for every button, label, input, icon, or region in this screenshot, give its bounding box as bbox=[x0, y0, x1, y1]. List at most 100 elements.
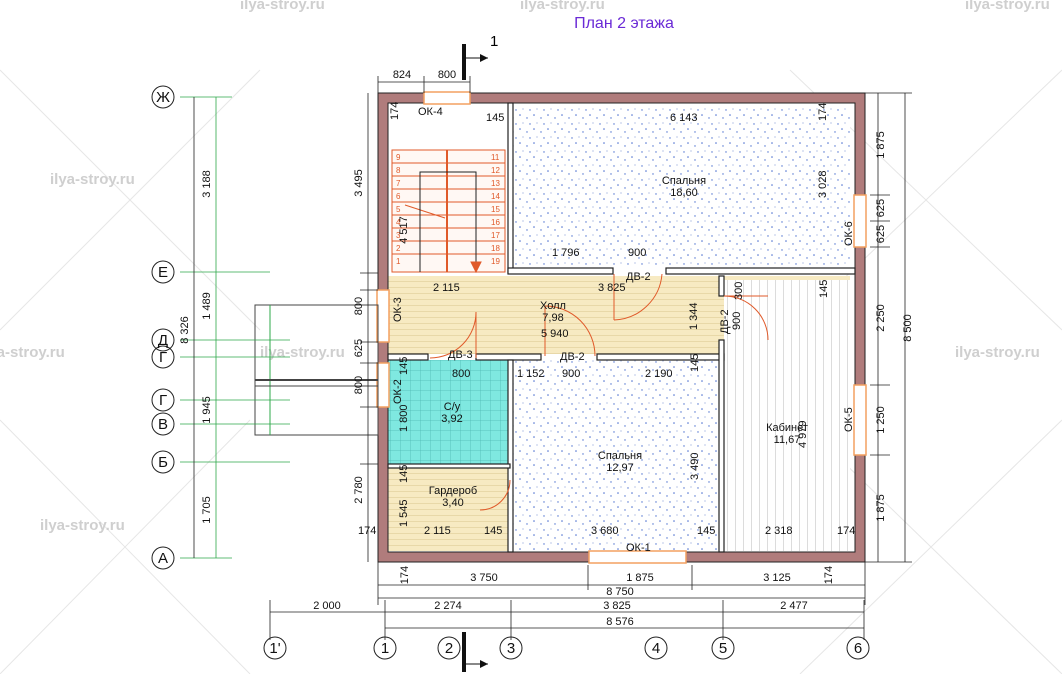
door-label: ДВ-2 bbox=[626, 271, 651, 283]
doors bbox=[429, 273, 769, 511]
svg-text:2 115: 2 115 bbox=[424, 525, 451, 537]
room-area: 3,92 bbox=[441, 413, 462, 425]
watermark: ilya-stroy.ru bbox=[965, 0, 1050, 13]
svg-text:145: 145 bbox=[484, 525, 502, 537]
svg-text:2 190: 2 190 bbox=[645, 368, 673, 380]
svg-text:145: 145 bbox=[486, 112, 504, 124]
door-label: ДВ-2 bbox=[560, 351, 585, 363]
svg-text:6: 6 bbox=[396, 192, 401, 201]
room-name: Гардероб bbox=[429, 485, 477, 497]
svg-text:1 152: 1 152 bbox=[517, 368, 545, 380]
axis-bubbles-rows bbox=[151, 85, 175, 570]
svg-text:900: 900 bbox=[562, 368, 580, 380]
axis-label: 1' bbox=[269, 640, 280, 657]
dimension-texts: 824 800 174 3 750 1 875 3 125 174 8 750 … bbox=[179, 69, 914, 628]
svg-text:174: 174 bbox=[399, 566, 411, 584]
svg-text:8 500: 8 500 bbox=[902, 314, 914, 342]
svg-text:9: 9 bbox=[396, 153, 401, 162]
watermark: ilya-stroy.ru bbox=[260, 344, 345, 361]
svg-text:1 705: 1 705 bbox=[201, 496, 213, 524]
svg-text:8 326: 8 326 bbox=[179, 316, 191, 344]
section-mark-bottom bbox=[462, 632, 488, 672]
svg-text:3 750: 3 750 bbox=[470, 572, 498, 584]
room-area: 12,97 bbox=[606, 462, 634, 474]
axis-label: 4 bbox=[652, 640, 660, 657]
svg-text:1 800: 1 800 bbox=[398, 404, 410, 432]
svg-text:900: 900 bbox=[731, 312, 743, 330]
svg-text:8 750: 8 750 bbox=[606, 586, 634, 598]
svg-text:174: 174 bbox=[358, 525, 376, 537]
watermark: ilya-stroy.ru bbox=[520, 0, 605, 13]
svg-text:1 945: 1 945 bbox=[201, 396, 213, 424]
svg-text:3 028: 3 028 bbox=[817, 170, 829, 198]
plan-title: План 2 этажа bbox=[574, 15, 674, 32]
svg-text:3 490: 3 490 bbox=[689, 452, 701, 480]
svg-text:300: 300 bbox=[733, 282, 745, 300]
svg-text:1 875: 1 875 bbox=[875, 494, 887, 522]
door-swing-wardrobe bbox=[479, 479, 511, 511]
door-label: ДВ-2 bbox=[719, 309, 731, 334]
svg-text:19: 19 bbox=[491, 257, 500, 266]
svg-text:15: 15 bbox=[491, 205, 500, 214]
window-label: ОК-1 bbox=[626, 542, 651, 554]
room-area: 11,67 bbox=[774, 434, 801, 446]
axis-label: В bbox=[158, 416, 168, 433]
room-name: С/у bbox=[444, 401, 461, 413]
axis-label: А bbox=[158, 550, 168, 567]
svg-text:824: 824 bbox=[393, 69, 411, 81]
svg-text:1 875: 1 875 bbox=[875, 131, 887, 159]
svg-text:2 477: 2 477 bbox=[780, 600, 808, 612]
svg-text:16: 16 bbox=[491, 218, 500, 227]
window-label: ОК-5 bbox=[843, 407, 855, 432]
svg-text:625: 625 bbox=[875, 199, 887, 217]
axis-lines bbox=[180, 96, 290, 559]
hall-area bbox=[388, 276, 718, 354]
room-name: Спальня bbox=[598, 450, 642, 462]
svg-text:1 796: 1 796 bbox=[552, 247, 580, 259]
svg-text:2 000: 2 000 bbox=[313, 600, 341, 612]
wardrobe-area bbox=[388, 468, 510, 551]
svg-text:1 489: 1 489 bbox=[201, 292, 213, 320]
svg-text:800: 800 bbox=[452, 368, 470, 380]
svg-text:1 250: 1 250 bbox=[875, 406, 887, 434]
room-name: Кабинет bbox=[766, 422, 808, 434]
axis-label: Ж bbox=[156, 89, 170, 106]
svg-text:12: 12 bbox=[491, 166, 500, 175]
svg-text:5 940: 5 940 bbox=[541, 328, 569, 340]
window-label: ОК-3 bbox=[392, 297, 404, 322]
room-area: 7,98 bbox=[542, 312, 563, 324]
interior-walls bbox=[387, 102, 856, 553]
svg-text:2 250: 2 250 bbox=[875, 304, 887, 332]
svg-text:5: 5 bbox=[396, 205, 401, 214]
svg-text:1 545: 1 545 bbox=[398, 499, 410, 527]
svg-text:145: 145 bbox=[697, 525, 715, 537]
svg-text:3: 3 bbox=[396, 231, 401, 240]
door-label: ДВ-3 bbox=[448, 349, 473, 361]
axis-label: 5 bbox=[719, 640, 727, 657]
watermark: ilya-stroy.ru bbox=[955, 344, 1040, 361]
svg-text:800: 800 bbox=[353, 376, 365, 394]
svg-text:145: 145 bbox=[818, 280, 830, 298]
axis-label: Е bbox=[158, 264, 168, 281]
svg-text:1: 1 bbox=[490, 33, 498, 50]
svg-text:625: 625 bbox=[875, 225, 887, 243]
dimension-lines bbox=[269, 76, 912, 640]
windows bbox=[376, 91, 867, 564]
watermark: ilya-stroy.ru bbox=[40, 517, 125, 534]
svg-text:3 495: 3 495 bbox=[353, 169, 365, 197]
watermark: ilya-stroy.ru bbox=[50, 171, 135, 188]
svg-text:13: 13 bbox=[491, 179, 500, 188]
svg-text:3 825: 3 825 bbox=[603, 600, 631, 612]
svg-text:3 125: 3 125 bbox=[763, 572, 791, 584]
window-ok3 bbox=[376, 289, 390, 343]
svg-text:8 576: 8 576 bbox=[606, 616, 634, 628]
svg-text:2 780: 2 780 bbox=[353, 476, 365, 504]
door-swing-dv2-right bbox=[723, 295, 769, 341]
svg-text:145: 145 bbox=[398, 357, 410, 375]
axis-labels-cols: 1' 1 2 3 4 5 6 bbox=[269, 640, 862, 657]
axis-label: 1 bbox=[381, 640, 389, 657]
svg-text:900: 900 bbox=[628, 247, 646, 259]
opening-labels: ОК-4 ОК-6 ОК-3 ОК-2 ОК-5 ОК-1 ДВ-2 ДВ-2 … bbox=[392, 106, 855, 554]
svg-text:3 680: 3 680 bbox=[591, 525, 619, 537]
